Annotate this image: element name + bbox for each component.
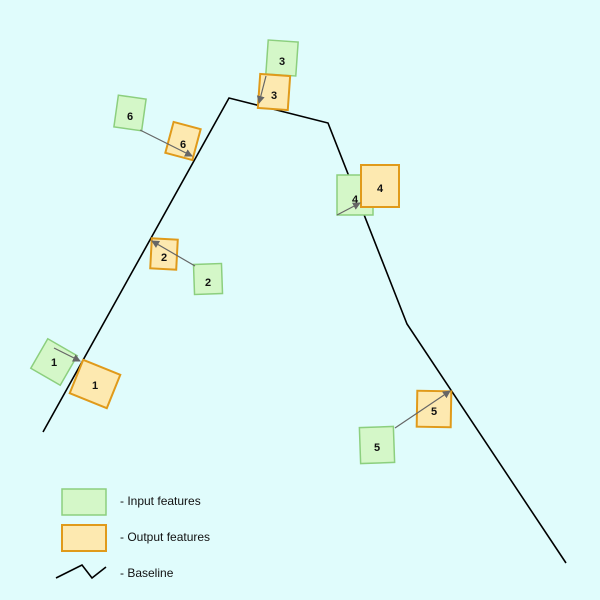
feature-3: 3 3 [256, 39, 299, 112]
legend-input-swatch [61, 488, 107, 516]
displacement-arrow-2 [151, 240, 196, 267]
input-feature-5-label: 5 [374, 442, 380, 454]
output-feature-1-label: 1 [92, 380, 98, 392]
output-feature-3 [256, 72, 292, 112]
input-feature-5 [358, 425, 396, 465]
feature-6: 6 6 [113, 94, 202, 162]
output-feature-4 [360, 164, 400, 208]
feature-4: 4 4 [336, 164, 400, 216]
output-feature-5 [415, 389, 453, 429]
input-feature-4-label: 4 [352, 194, 359, 206]
displacement-arrow-6 [139, 129, 193, 157]
displacement-arrow-1 [53, 347, 81, 362]
legend-output-label: - Output features [120, 530, 210, 544]
input-feature-3-label: 3 [279, 56, 285, 68]
displacement-arrow-4 [336, 202, 361, 216]
legend-output-swatch [61, 524, 107, 552]
legend-input-label: - Input features [120, 494, 201, 508]
displacement-arrow-3 [256, 75, 267, 104]
feature-5: 5 5 [358, 389, 453, 465]
feature-2: 2 2 [149, 237, 224, 296]
output-feature-2-label: 2 [161, 252, 167, 264]
input-feature-2-label: 2 [205, 277, 211, 289]
input-feature-1 [29, 337, 79, 387]
output-feature-5-label: 5 [431, 406, 437, 418]
output-feature-3-label: 3 [271, 90, 277, 102]
feature-1: 1 1 [29, 337, 122, 410]
legend-baseline-symbol [55, 563, 107, 580]
input-feature-6-label: 6 [127, 111, 133, 123]
output-feature-1 [68, 358, 122, 410]
input-feature-1-label: 1 [51, 357, 57, 369]
output-feature-6-label: 6 [180, 139, 186, 151]
input-feature-2 [192, 262, 224, 296]
legend-baseline-label: - Baseline [120, 566, 174, 580]
legend: - Input features - Output features - Bas… [55, 488, 210, 580]
output-feature-4-label: 4 [377, 183, 384, 195]
displacement-arrow-5 [394, 390, 451, 429]
baseline-line [42, 97, 567, 564]
input-feature-6 [113, 94, 147, 132]
